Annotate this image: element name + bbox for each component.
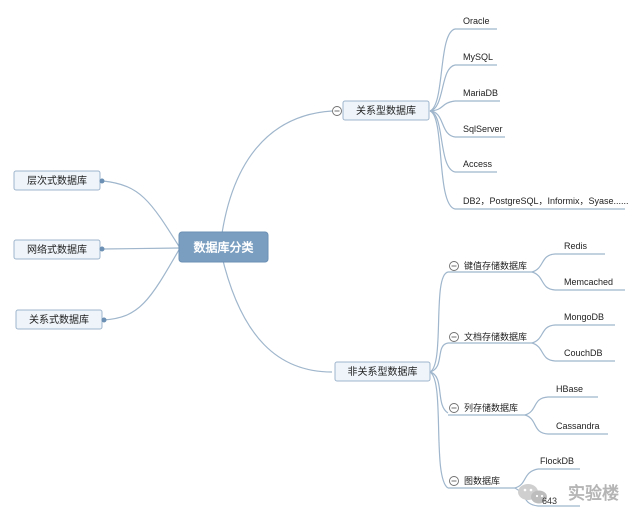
group-label: 列存储数据库 [464, 402, 518, 413]
collapse-toggle-icon[interactable] [449, 403, 459, 413]
leaf-cassandra[interactable]: Cassandra [556, 421, 600, 431]
left-node-hierarchical[interactable]: 层次式数据库 [13, 170, 105, 191]
group-column[interactable]: 列存储数据库 [449, 402, 519, 413]
collapse-toggle-icon[interactable] [449, 476, 459, 486]
leaf-redis[interactable]: Redis [564, 241, 588, 251]
relational-items: Oracle MySQL MariaDB SqlServer Access DB… [463, 16, 629, 206]
group-label: 文档存储数据库 [464, 331, 527, 342]
leaf-mariadb[interactable]: MariaDB [463, 88, 498, 98]
connector-dot [101, 317, 107, 323]
group-label: 键值存储数据库 [464, 260, 527, 271]
leaf-access[interactable]: Access [463, 159, 493, 169]
leaf-oracle[interactable]: Oracle [463, 16, 490, 26]
left-node-network[interactable]: 网络式数据库 [13, 239, 105, 260]
group-document[interactable]: 文档存储数据库 [449, 331, 528, 342]
left-node-label: 网络式数据库 [27, 243, 87, 256]
leaf-mysql[interactable]: MySQL [463, 52, 493, 62]
root-label: 数据库分类 [193, 240, 254, 255]
branch-label: 非关系型数据库 [348, 365, 418, 378]
watermark-number: 643 [542, 496, 557, 506]
group-graph[interactable]: 图数据库 [449, 475, 501, 486]
root-node[interactable]: 数据库分类 [178, 231, 269, 263]
group-label: 图数据库 [464, 475, 500, 486]
collapse-toggle-icon[interactable] [449, 332, 459, 342]
leaf-mongodb[interactable]: MongoDB [564, 312, 604, 322]
connector-lines [102, 28, 625, 507]
collapse-toggle-icon[interactable] [332, 106, 342, 116]
connector-dot [99, 246, 105, 252]
leaf-flockdb[interactable]: FlockDB [540, 456, 574, 466]
leaf-memcached[interactable]: Memcached [564, 277, 613, 287]
watermark-text: 实验楼 [568, 483, 619, 503]
leaf-hbase[interactable]: HBase [556, 384, 583, 394]
leaf-couchdb[interactable]: CouchDB [564, 348, 603, 358]
watermark-logo: 643 实验楼 [518, 483, 619, 506]
branch-relational[interactable]: 关系型数据库 [342, 100, 430, 121]
collapse-toggle-icon[interactable] [449, 261, 459, 271]
left-node-label: 层次式数据库 [27, 174, 87, 187]
leaf-sqlserver[interactable]: SqlServer [463, 124, 503, 134]
branch-nonrelational[interactable]: 非关系型数据库 [334, 361, 431, 382]
wechat-icon [518, 484, 547, 504]
connector-dot [99, 178, 105, 184]
left-node-relational-style[interactable]: 关系式数据库 [15, 309, 107, 330]
leaf-db2-etc[interactable]: DB2，PostgreSQL，Informix，Syase...... [463, 196, 629, 206]
left-node-label: 关系式数据库 [29, 313, 89, 326]
group-key-value[interactable]: 键值存储数据库 [449, 260, 528, 271]
branch-label: 关系型数据库 [356, 104, 416, 117]
